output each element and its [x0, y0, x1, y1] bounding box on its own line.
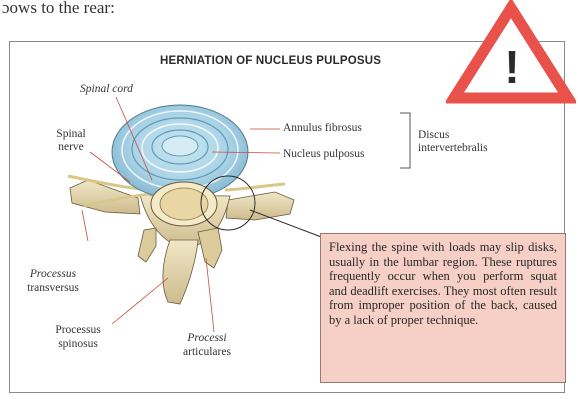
label-processi-articulares-line2: articulares: [172, 346, 242, 358]
label-annulus-fibrosus: Annulus fibrosus: [283, 122, 362, 134]
label-processus-transversus-line2: transversus: [17, 282, 89, 294]
label-discus-line2: intervertebralis: [418, 142, 488, 154]
label-spinal-nerve-line1: Spinal: [48, 128, 94, 140]
label-processus-spinosus-line2: spinosus: [42, 338, 114, 350]
warning-exclamation-glyph: !: [504, 41, 519, 93]
label-discus-line1: Discus: [418, 129, 449, 141]
warning-callout-box: Flexing the spine with loads may slip di…: [320, 233, 566, 383]
label-nucleus-pulposus: Nucleus pulposus: [283, 148, 364, 160]
label-spinal-cord: Spinal cord: [80, 83, 133, 95]
label-spinal-nerve-line2: nerve: [48, 141, 94, 153]
label-processus-spinosus-line1: Processus: [42, 324, 114, 336]
label-processi-articulares-line1: Processi: [172, 332, 242, 344]
label-processus-transversus-line1: Processus: [17, 268, 89, 280]
warning-triangle-icon: !: [446, 0, 576, 106]
